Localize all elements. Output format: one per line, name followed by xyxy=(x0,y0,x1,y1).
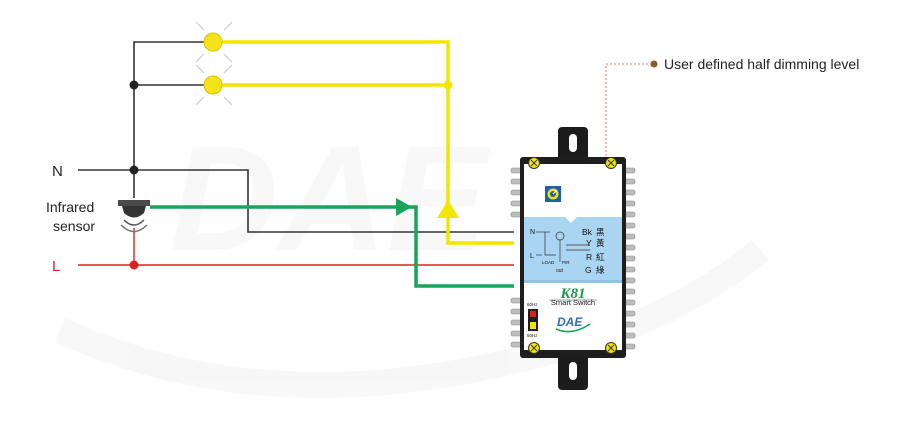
sensor-direction-arrow xyxy=(396,198,412,216)
live-wiring xyxy=(78,228,514,266)
product-subtitle: Smart Switch xyxy=(551,298,595,307)
terminal-code-y: Y xyxy=(586,238,592,248)
terminal-cn-g: 綠 xyxy=(596,265,605,275)
sensor-wiring xyxy=(150,205,514,288)
callout-dot xyxy=(650,60,658,68)
callout-leader xyxy=(605,63,650,160)
svg-text:DAE: DAE xyxy=(170,114,491,282)
dimming-direction-arrow xyxy=(437,200,459,218)
infrared-sensor-icon xyxy=(118,200,150,233)
k81-smart-switch: N L PIR LOAD out Bk 黑 Y 黃 R 紅 G 綠 K81 Sm… xyxy=(510,127,636,390)
terminal-cn-r: 紅 xyxy=(596,252,605,262)
panel-sub-label: LOAD xyxy=(542,260,555,265)
sensor-label-line1: Infrared xyxy=(46,199,94,215)
panel-l-label: L xyxy=(530,253,534,260)
terminal-code-g: G xyxy=(585,265,592,275)
sensor-label-line2: sensor xyxy=(53,218,95,234)
model-name: K81 xyxy=(559,286,585,302)
lamp-bottom xyxy=(195,64,233,106)
callout-text: User defined half dimming level xyxy=(664,56,859,72)
frequency-switch[interactable] xyxy=(528,309,538,331)
dimming-dial-icon[interactable] xyxy=(545,186,561,202)
device-screws xyxy=(528,157,617,354)
panel-n-label: N xyxy=(530,229,535,236)
junction-dot xyxy=(129,80,139,90)
live-label: L xyxy=(52,258,60,275)
neutral-wiring xyxy=(78,41,514,233)
junction-dot xyxy=(129,260,139,270)
terminal-code-r: R xyxy=(586,252,592,262)
watermark-logo: DAE xyxy=(54,114,769,398)
panel-out-label: out xyxy=(556,268,564,274)
terminal-cn-y: 黃 xyxy=(596,238,605,248)
junction-dot xyxy=(129,165,139,175)
lamp-top xyxy=(195,21,233,63)
freq-bottom-label: 50Hz xyxy=(527,333,538,338)
neutral-label: N xyxy=(52,163,63,180)
terminal-code-bk: Bk xyxy=(582,227,593,237)
dimming-wiring xyxy=(218,40,514,245)
panel-mid-label: PIR xyxy=(562,260,570,265)
dae-logo: DAE xyxy=(555,315,591,333)
terminal-cn-bk: 黑 xyxy=(596,227,605,237)
freq-top-label: 60Hz xyxy=(527,302,538,307)
brand-logo-text: DAE xyxy=(557,315,583,329)
junction-dot xyxy=(443,80,453,90)
